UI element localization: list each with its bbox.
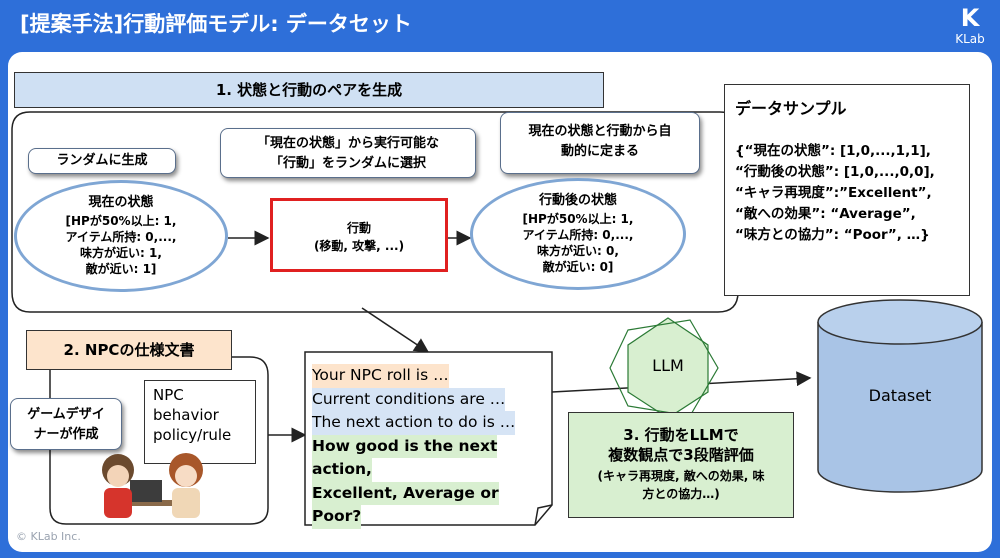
prompt-question-line: How good is the next (312, 434, 498, 458)
dataset-cylinder-icon (817, 299, 983, 493)
prompt-line-next-action: The next action to do is … (312, 411, 516, 435)
next-state-title: 行動後の状態 (538, 193, 617, 208)
current-state-line: 味方が近い: 1, (80, 246, 162, 260)
callout-after-line1: 現在の状態と行動から自 (528, 124, 672, 139)
prompt-question-line: Poor? (312, 505, 362, 529)
step3-sub2: 方との協力…) (642, 487, 720, 501)
callout-random: ランダムに生成 (28, 148, 176, 174)
page-title: [提案手法]行動評価モデル: データセット (20, 12, 412, 36)
callout-action-line2: 「行動」をランダムに選択 (269, 156, 426, 171)
step3-sub1: (キャラ再現度, 敵への効果, 味 (597, 469, 765, 483)
next-state-line: 味方が近い: 0, (537, 244, 619, 258)
action-box: 行動 (移動, 攻撃, ...) (270, 198, 448, 272)
data-sample-line: “キャラ再現度”:”Excellent”, (735, 185, 932, 201)
data-sample-line: {“現在の状態”: [1,0,...,1,1], (735, 143, 931, 159)
spec-document: NPC behavior policy/rule (144, 380, 256, 464)
next-state-line: 敵が近い: 0] (542, 260, 614, 274)
spec-doc-line: policy/rule (153, 426, 232, 444)
data-sample-line: “味方との協力”: “Poor”, …} (735, 227, 930, 243)
callout-action: 「現在の状態」から実行可能な 「行動」をランダムに選択 (220, 128, 476, 178)
data-sample-box: データサンプル {“現在の状態”: [1,0,...,1,1], “行動後の状態… (724, 84, 970, 296)
action-title: 行動 (346, 221, 371, 235)
step2-header: 2. NPCの仕様文書 (26, 330, 232, 370)
prompt-line-conditions: Current conditions are … (312, 387, 506, 411)
step3-line1: 3. 行動をLLMで (623, 426, 739, 444)
callout-after-line2: 動的に定まる (560, 144, 639, 159)
next-state-ellipse: 行動後の状態 [HPが50%以上: 1, アイテム所持: 0,..., 味方が近… (470, 178, 686, 290)
current-state-title: 現在の状態 (88, 195, 154, 210)
prompt-line-role: Your NPC roll is … (312, 364, 449, 388)
prompt-question: How good is the next action, Excellent, … (312, 434, 548, 529)
callout-designer-line1: ゲームデザイ (27, 407, 105, 422)
game-designers-illustration (102, 453, 203, 518)
step3-line2: 複数観点で3段階評価 (608, 446, 754, 464)
data-sample-line: “敵への効果”: “Average”, (735, 206, 916, 222)
spec-doc-line: behavior (153, 406, 219, 424)
next-state-line: [HPが50%以上: 1, (522, 212, 634, 226)
logo-text: KLab (955, 32, 985, 46)
callout-designer-line2: ナーが作成 (33, 427, 99, 442)
copyright: © KLab Inc. (16, 530, 81, 543)
next-state-line: アイテム所持: 0,..., (522, 228, 634, 242)
prompt-document: Your NPC roll is … Current conditions ar… (312, 364, 548, 529)
callout-after: 現在の状態と行動から自 動的に定まる (500, 112, 700, 174)
llm-label: LLM (652, 356, 684, 375)
prompt-question-line: action, (312, 458, 372, 482)
spec-doc-line: NPC (153, 386, 184, 404)
dataset-label: Dataset (868, 386, 932, 405)
klab-logo: K KLab (950, 4, 990, 46)
step1-header: 1. 状態と行動のペアを生成 (14, 72, 604, 108)
current-state-line: アイテム所持: 0,..., (65, 230, 177, 244)
data-sample-line: “行動後の状態”: [1,0,...,0,0], (735, 164, 935, 180)
current-state-line: 敵が近い: 1] (85, 262, 157, 276)
callout-designer: ゲームデザイ ナーが作成 (10, 398, 122, 450)
callout-action-line1: 「現在の状態」から実行可能な (256, 136, 439, 151)
data-sample-title: データサンプル (735, 99, 847, 118)
current-state-line: [HPが50%以上: 1, (65, 214, 177, 228)
logo-mark-icon: K (960, 4, 980, 32)
step3-box: 3. 行動をLLMで 複数観点で3段階評価 (キャラ再現度, 敵への効果, 味 … (568, 412, 794, 518)
current-state-ellipse: 現在の状態 [HPが50%以上: 1, アイテム所持: 0,..., 味方が近い… (14, 180, 228, 292)
prompt-question-line: Excellent, Average or (312, 481, 499, 505)
action-detail: (移動, 攻撃, ...) (313, 239, 405, 253)
